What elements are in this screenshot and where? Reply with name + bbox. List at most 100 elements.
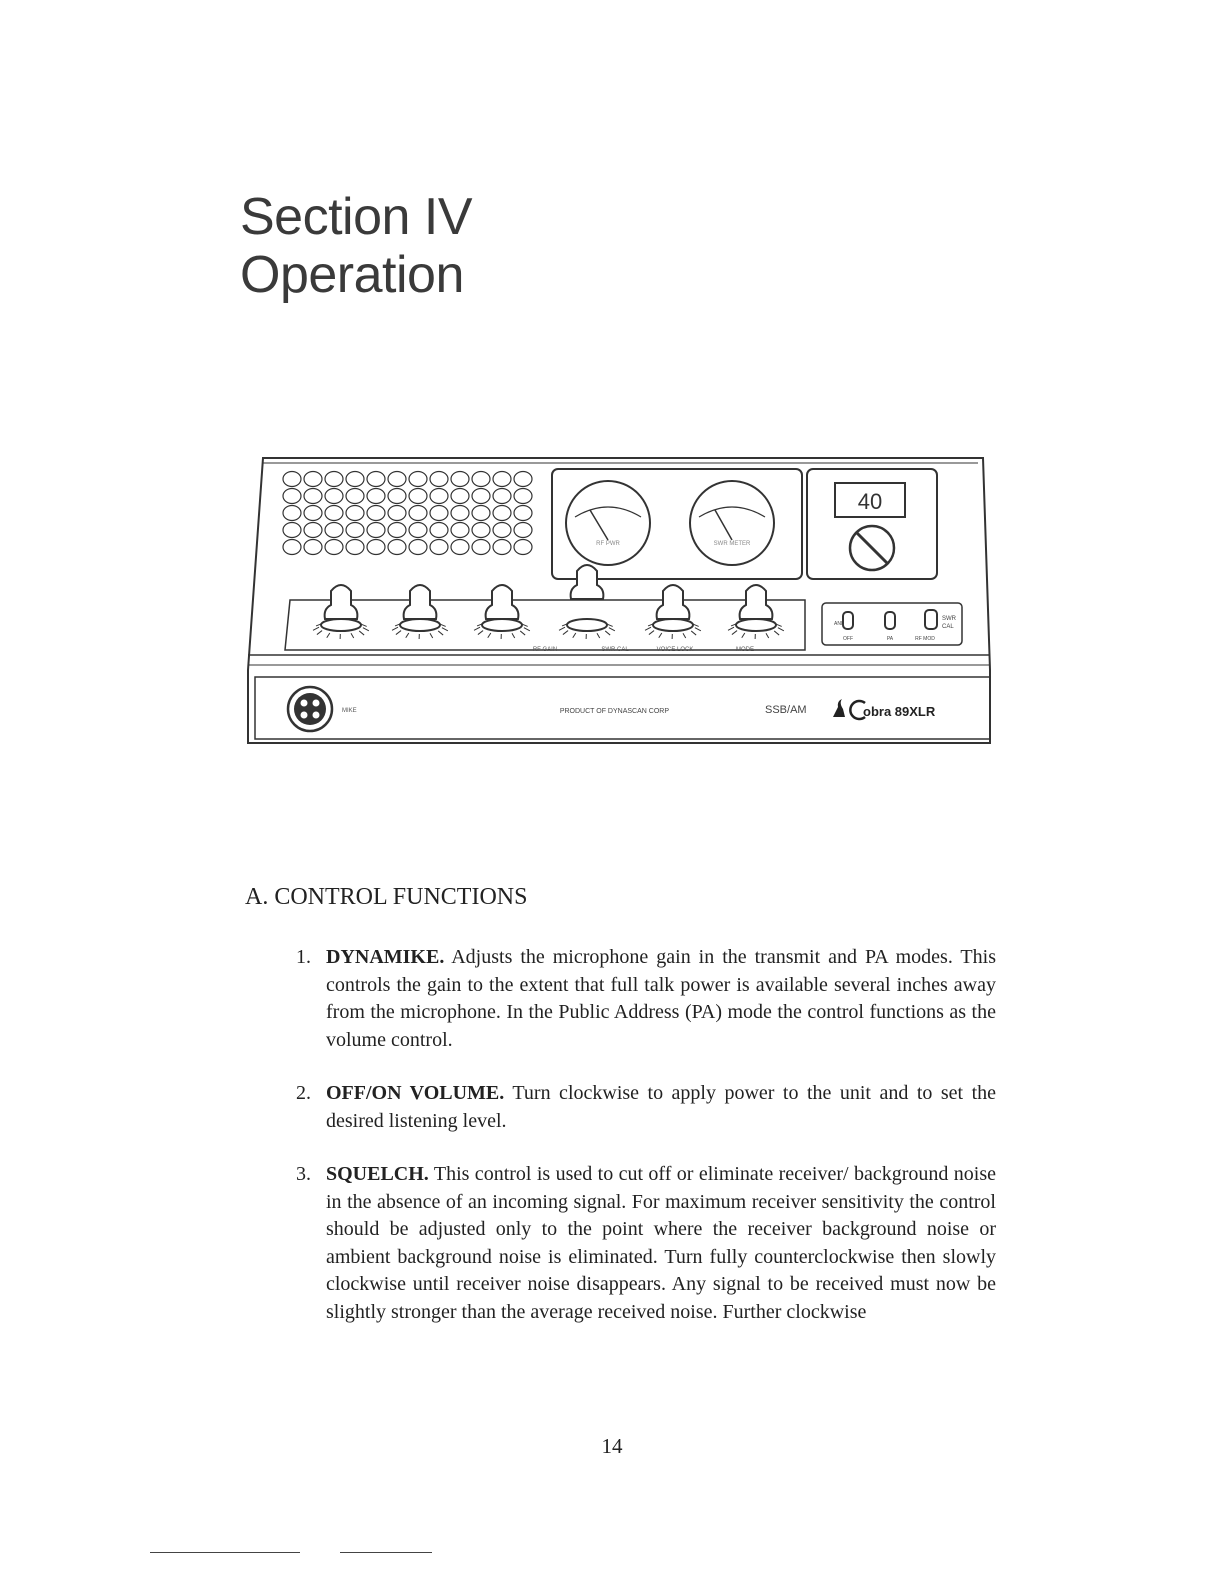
grille-hole [450, 521, 470, 539]
grille-hole [513, 521, 533, 539]
channel-number: 40 [858, 489, 882, 514]
list-item: 3. SQUELCH. This control is used to cut … [296, 1161, 996, 1326]
grille-hole [513, 538, 533, 556]
grille-hole [303, 521, 323, 539]
grille-hole [513, 487, 533, 505]
item-description: This control is used to cut off or elimi… [326, 1163, 997, 1323]
grille-hole [492, 521, 512, 539]
swr-label: SWR [942, 616, 957, 622]
grille-hole [324, 504, 344, 522]
grille-hole [408, 487, 428, 505]
grille-hole [471, 504, 491, 522]
footer-rule [150, 1552, 300, 1553]
section-title: Section IV Operation [240, 188, 473, 304]
item-number: 3. [296, 1163, 311, 1185]
rf-gain-label: RF GAIN [533, 647, 557, 653]
grille-hole [387, 538, 407, 556]
mic-label: MIKE [342, 708, 357, 714]
grille-hole [303, 538, 323, 556]
grille-hole [303, 504, 323, 522]
item-description: Adjusts the microphone gain in the trans… [326, 946, 996, 1051]
item-body: OFF/ON VOLUME. Turn clockwise to apply p… [326, 1080, 996, 1135]
grille-hole [471, 538, 491, 556]
grille-hole [429, 504, 449, 522]
item-body: SQUELCH. This control is used to cut off… [326, 1161, 996, 1326]
grille-hole [345, 538, 365, 556]
mode-label: MODE [736, 647, 754, 653]
radio-illustration: RF PWR SWR METER 40 RF GAIN SWR CAL VOIC… [247, 457, 991, 744]
footer-rule [340, 1552, 432, 1553]
off-label: OFF [843, 636, 853, 642]
knob [644, 584, 702, 640]
grille-hole [282, 470, 302, 488]
speaker-grille [282, 470, 533, 556]
rf-mod-label: RF MOD [915, 636, 935, 642]
cal-label: CAL [942, 624, 954, 630]
voice-lock-label: VOICE LOCK [657, 647, 694, 653]
item-body: DYNAMIKE. Adjusts the microphone gain in… [326, 944, 996, 1054]
mode-text: SSB/AM [765, 704, 807, 716]
grille-hole [345, 504, 365, 522]
section-title-line1: Section IV [240, 188, 473, 246]
grille-hole [282, 538, 302, 556]
page-number: 14 [601, 1434, 623, 1458]
grille-hole [303, 487, 323, 505]
grille-hole [429, 538, 449, 556]
grille-hole [471, 470, 491, 488]
grille-hole [324, 521, 344, 539]
mic-jack-icon [286, 685, 334, 733]
grille-hole [492, 504, 512, 522]
grille-hole [408, 504, 428, 522]
grille-hole [366, 470, 386, 488]
grille-hole [450, 504, 470, 522]
channel-selector-knob [848, 524, 896, 572]
item-number: 2. [296, 1082, 311, 1104]
grille-hole [282, 521, 302, 539]
grille-hole [450, 470, 470, 488]
grille-hole [324, 538, 344, 556]
grille-hole [408, 538, 428, 556]
grille-hole [282, 504, 302, 522]
product-text: PRODUCT OF DYNASCAN CORP [560, 708, 669, 715]
swr-meter [689, 480, 775, 566]
grille-hole [450, 487, 470, 505]
item-number: 1. [296, 946, 311, 968]
grille-hole [366, 538, 386, 556]
grille-hole [387, 521, 407, 539]
grille-hole [345, 470, 365, 488]
grille-hole [492, 470, 512, 488]
grille-hole [450, 538, 470, 556]
grille-hole [303, 470, 323, 488]
cobra-logo-icon [833, 699, 866, 721]
item-description: Turn clockwise to apply power to the uni… [326, 1082, 996, 1132]
grille-hole [429, 487, 449, 505]
control-functions-list: 1. DYNAMIKE. Adjusts the microphone gain… [296, 944, 996, 1352]
grille-hole [366, 521, 386, 539]
grille-hole [408, 470, 428, 488]
control-knobs [312, 564, 785, 640]
grille-hole [387, 504, 407, 522]
grille-hole [471, 521, 491, 539]
swr-cal-label: SWR CAL [601, 647, 629, 653]
pa-label: PA [887, 636, 894, 642]
knob [727, 584, 785, 640]
knob [391, 584, 449, 640]
section-heading: A. CONTROL FUNCTIONS [245, 884, 528, 910]
knob [473, 584, 531, 640]
grille-hole [429, 521, 449, 539]
brand-text: obra 89XLR [863, 704, 936, 719]
grille-hole [429, 470, 449, 488]
grille-hole [324, 470, 344, 488]
grille-hole [471, 487, 491, 505]
grille-hole [387, 470, 407, 488]
switch-bank [842, 609, 938, 630]
knob [312, 584, 370, 640]
item-name: SQUELCH. [326, 1163, 429, 1185]
list-item: 1. DYNAMIKE. Adjusts the microphone gain… [296, 944, 996, 1054]
grille-hole [513, 504, 533, 522]
section-title-line2: Operation [240, 246, 464, 304]
anl-label: ANL [834, 621, 844, 627]
grille-hole [282, 487, 302, 505]
grille-hole [492, 538, 512, 556]
item-name: DYNAMIKE. [326, 946, 445, 968]
